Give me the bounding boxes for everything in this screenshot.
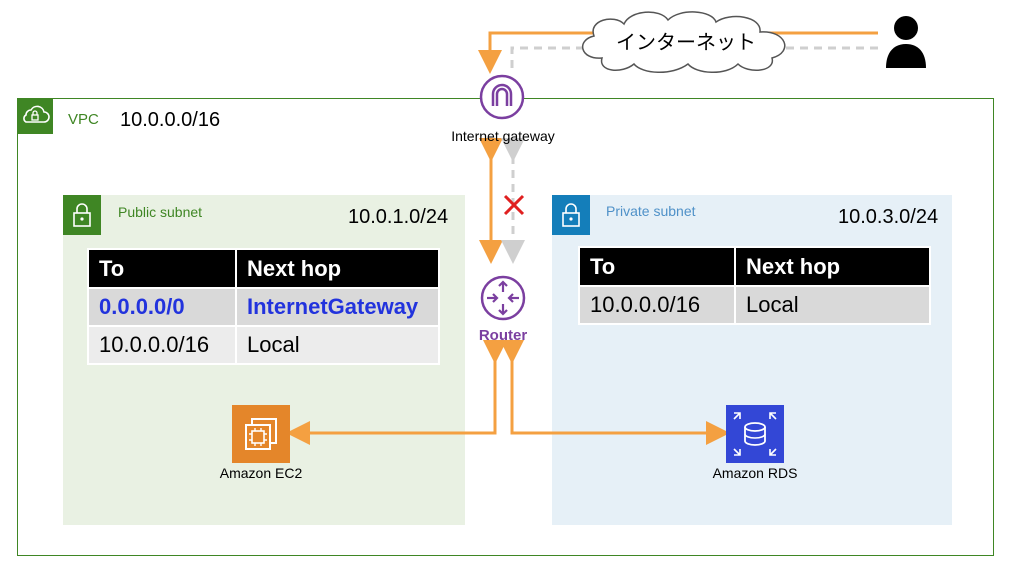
internet-label: インターネット (616, 32, 756, 54)
public-subnet-label: Public subnet (118, 204, 203, 220)
route-table-header-next-hop: Next hop (734, 246, 931, 287)
route-table-header-to: To (87, 248, 237, 289)
private-route-table: To Next hop 10.0.0.0/16 Local (578, 246, 931, 325)
private-subnet-lock-icon (552, 195, 590, 235)
vpc-label: VPC (68, 111, 99, 128)
amazon-ec2-label: Amazon EC2 (219, 465, 303, 481)
amazon-ec2-icon (232, 405, 290, 463)
public-route-table: To Next hop 0.0.0.0/0 InternetGateway 10… (87, 248, 440, 365)
internet-gateway-icon (479, 74, 525, 120)
route-table-header-to: To (578, 246, 736, 287)
route-table-header-next-hop: Next hop (235, 248, 440, 289)
table-row: 10.0.0.0/16 Local (578, 285, 931, 325)
internet-outbound-dashed-arrow (510, 46, 878, 68)
public-subnet-lock-icon (63, 195, 101, 235)
amazon-rds-icon (726, 405, 784, 463)
router-icon (479, 274, 527, 322)
internet-cloud: インターネット (572, 6, 800, 74)
vpc-cloud-icon (17, 98, 53, 134)
route-destination: 0.0.0.0/0 (87, 287, 237, 327)
private-subnet-cidr: 10.0.3.0/24 (838, 206, 939, 228)
public-subnet-cidr: 10.0.1.0/24 (348, 206, 449, 228)
route-next-hop: Local (734, 285, 931, 325)
router-rds-arrow (500, 340, 730, 445)
vpc-cidr: 10.0.0.0/16 (120, 109, 221, 131)
route-destination: 10.0.0.0/16 (87, 325, 237, 365)
private-subnet-label: Private subnet (606, 203, 696, 219)
route-next-hop: InternetGateway (235, 287, 440, 327)
table-row: 0.0.0.0/0 InternetGateway (87, 287, 440, 327)
blocked-x-icon (502, 193, 526, 217)
internet-gateway-label: Internet gateway (451, 128, 555, 144)
cloud-icon (582, 11, 786, 73)
router-label: Router (478, 327, 528, 344)
user-icon (884, 14, 928, 70)
route-destination: 10.0.0.0/16 (578, 285, 736, 325)
amazon-rds-label: Amazon RDS (712, 465, 798, 481)
router-ec2-arrow (286, 340, 507, 445)
